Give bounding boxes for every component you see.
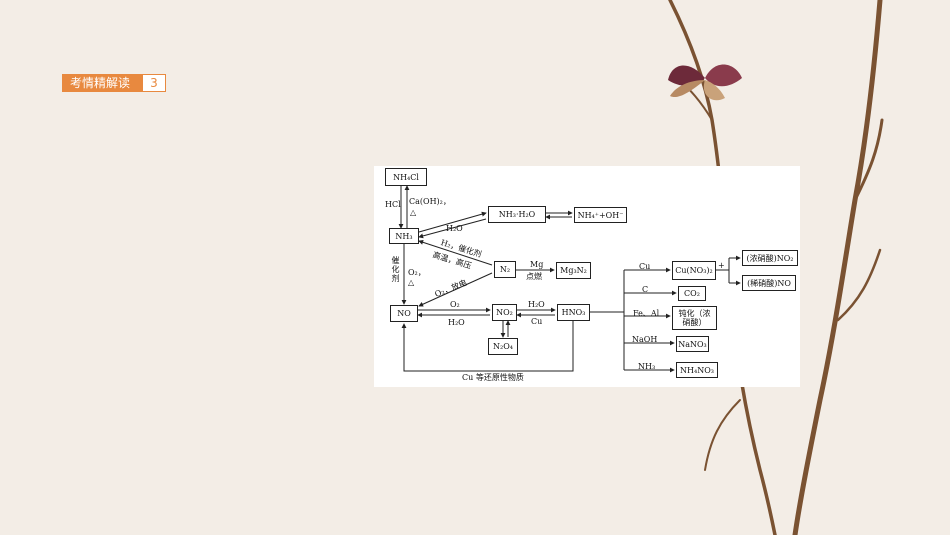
label-plus: + [718,261,725,270]
label-hcl: HCl [385,200,401,209]
node-no: NO [390,305,418,322]
arrow-nh3h2o-nh3 [418,218,487,239]
node-nh4-oh: NH₄⁺+OH⁻ [574,207,627,223]
label-fe-al: Fe、Al [633,309,660,318]
section-number: 3 [142,74,166,92]
label-delta-1: △ [410,208,417,217]
node-dilute-no: (稀硝酸)NO [742,275,796,291]
node-nh4cl: NH₄Cl [385,168,427,186]
diagram-connectors [398,185,741,373]
section-title: 考情精解读 [62,74,142,92]
label-cu-right: Cu [639,262,651,271]
label-cu-reducing: Cu 等还原性物质 [462,373,524,382]
node-nh3h2o: NH₃·H₂O [488,206,546,223]
arrow-hno3-no-reducing [401,319,574,372]
label-o2: O₂， [408,268,426,277]
node-cuno32: Cu(NO₃)₂ [672,261,716,280]
node-passivation: 钝化（浓硝酸） [672,306,717,330]
node-mg3n2: Mg₃N₂ [556,262,591,279]
nitrogen-diagram: NH₄Cl NH₃ NH₃·H₂O NH₄⁺+OH⁻ N₂ Mg₃N₂ NO N… [374,166,800,387]
node-nh3: NH₃ [389,228,419,244]
arrow-nh3-nh3h2o [418,211,487,233]
section-badge: 考情精解读 3 [62,74,166,92]
label-naoh: NaOH [632,335,658,344]
label-c: C [642,285,649,294]
label-nh3-right: NH₃ [638,362,656,371]
flower-decoration [668,64,742,101]
label-h2o-hno3: H₂O [528,300,545,309]
label-caoh2: Ca(OH)₂， [409,197,451,206]
node-nano3: NaNO₃ [676,336,709,352]
node-n2o4: N₂O₄ [488,338,518,355]
label-cu-hno3: Cu [531,317,543,326]
label-delta-2: △ [408,278,415,287]
label-ignite: 点燃 [526,272,542,281]
label-h2o-1: H₂O [446,224,463,233]
label-h2o-no: H₂O [448,318,465,327]
node-n2: N₂ [494,261,516,278]
label-o2-no: O₂ [450,300,460,309]
node-co2: CO₂ [678,286,706,301]
node-nh4no3: NH₄NO₃ [676,362,718,378]
node-no2: NO₂ [492,304,517,321]
label-catalyst-vertical: 催化剂 [391,256,400,283]
arrow-n2-nh3 [418,239,493,266]
label-mg: Mg [530,260,544,269]
node-hno3: HNO₃ [557,304,590,321]
node-conc-no2: (浓硝酸)NO₂ [742,250,798,266]
arrow-n2-no [418,272,493,307]
